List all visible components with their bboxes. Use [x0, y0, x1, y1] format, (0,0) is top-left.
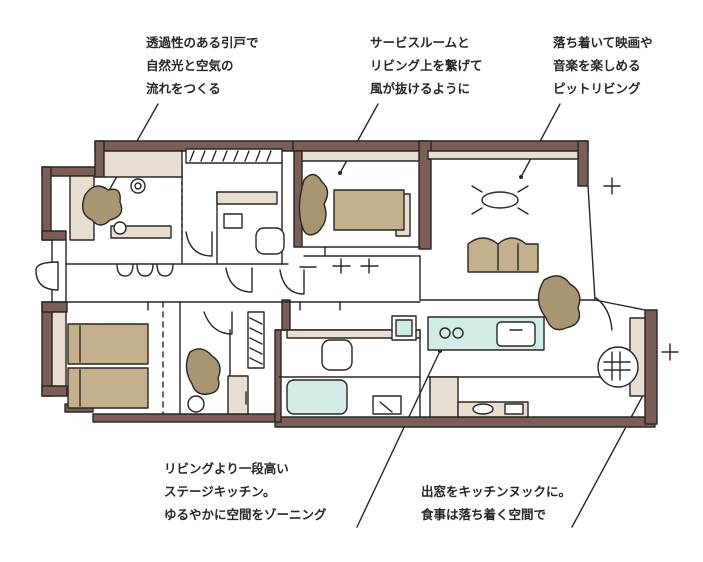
annotation-line: サービスルームと [370, 35, 470, 50]
bed-service-room [333, 189, 405, 231]
beds [67, 189, 405, 409]
annotation-line: 風が抜けるように [370, 81, 471, 96]
annotation-line: ピットリビング [553, 81, 641, 96]
leader-dot [519, 175, 523, 179]
plants [82, 173, 581, 413]
plant-service-room [298, 173, 329, 236]
sliding-door-slats [185, 148, 283, 369]
bathroom [35, 213, 613, 415]
kitchen [391, 315, 536, 415]
annotation-stage-kitchen: リビングより一段高い ステージキッチン。 ゆるやかに空間をゾーニング [164, 457, 327, 526]
plant-living [537, 275, 581, 331]
annotation-line: 音楽を楽しめる [553, 58, 641, 73]
annotation-line: 透過性のある引戸で [146, 35, 259, 50]
annotation-line: リビングより一段高い [164, 461, 289, 476]
leader-dot [338, 171, 342, 175]
annotation-line: リビング上を繋げて [370, 58, 483, 73]
annotation-line: ステージキッチン。 [164, 484, 276, 499]
leader-line-stage-kitchen [356, 350, 441, 528]
washbasins [116, 178, 174, 277]
leader-line-kitchen-nook [571, 372, 656, 528]
coffee-table [481, 191, 519, 209]
sofa [467, 237, 539, 273]
living-furniture [467, 185, 639, 388]
annotation-line: ゆるやかに空間をゾーニング [164, 507, 327, 522]
annotation-line: 流れをつくる [146, 81, 221, 96]
annotation-line: 自然光と空気の [146, 58, 234, 73]
dining-table [597, 346, 639, 388]
outer-walls [41, 140, 658, 428]
plant-bedroom [185, 348, 221, 395]
annotation-line: 食事は落ち着く空間で [421, 507, 547, 522]
plant-entry [82, 185, 123, 226]
annotation-kitchen-nook: 出窓をキッチンヌックに。 食事は落ち着く空間で [421, 480, 571, 526]
outlet-marks [147, 177, 679, 405]
bathtub [286, 379, 348, 415]
annotation-service-room: サービスルームと リビング上を繋げて 風が抜けるように [370, 31, 483, 100]
bed-main-1 [67, 323, 149, 365]
bed-main-2 [67, 367, 149, 409]
leader-line-service-room [339, 103, 379, 174]
annotation-pit-living: 落ち着いて映画や 音楽を楽しめる ピットリビング [553, 31, 653, 100]
annotation-line: 出窓をキッチンヌックに。 [421, 484, 572, 499]
annotation-line: 落ち着いて映画や [553, 35, 653, 50]
annotation-sliding-door: 透過性のある引戸で 自然光と空気の 流れをつくる [146, 31, 259, 100]
